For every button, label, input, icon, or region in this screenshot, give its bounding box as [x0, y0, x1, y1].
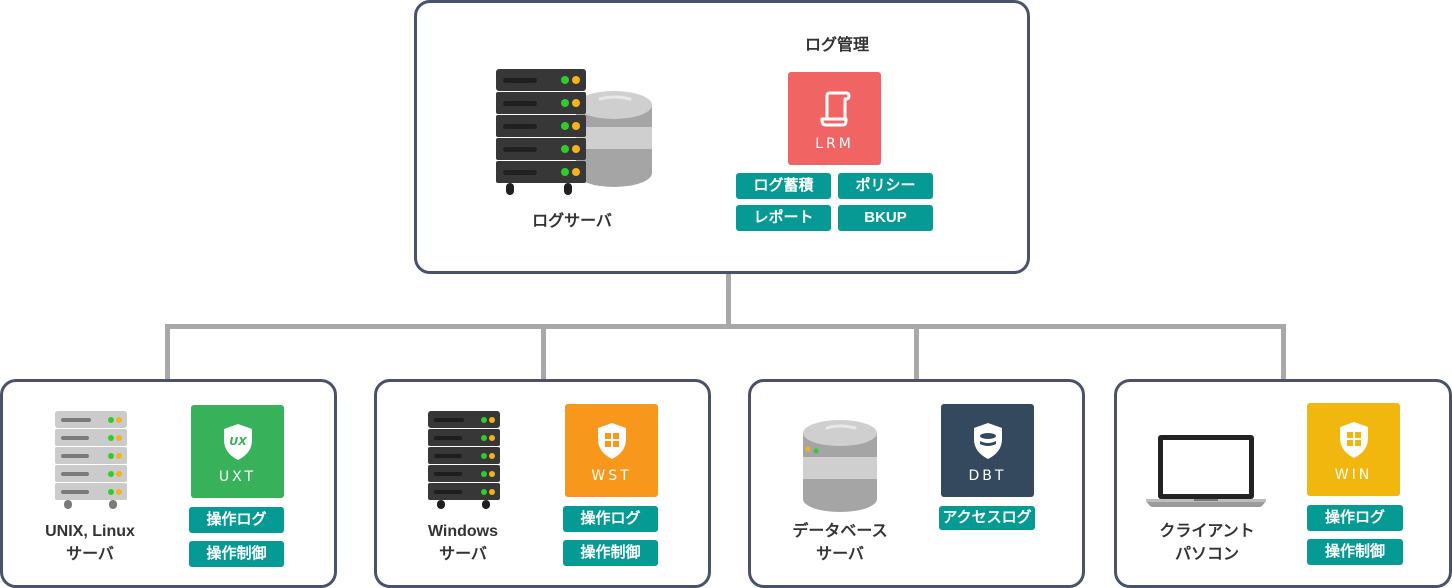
database-server-label-line1: データベース	[792, 523, 888, 540]
laptop-icon	[1146, 435, 1266, 507]
win-product-tile: WIN	[1307, 403, 1400, 496]
windows-shield-icon	[1338, 421, 1370, 459]
connector-drop-2	[541, 324, 546, 382]
server-with-database-icon	[496, 69, 652, 195]
tag-backup: BKUP	[838, 205, 933, 231]
tag-log-storage: ログ蓄積	[736, 173, 831, 199]
dbt-product-tile: DBT	[941, 404, 1034, 497]
uxt-product-tile: UX UXT	[191, 405, 284, 498]
lrm-product-name: LRM	[815, 136, 854, 152]
log-server-box: ログサーバ ログ管理 LRM ログ蓄積 ポリシー レポート BKUP	[414, 0, 1030, 274]
client-pc-label-line2: パソコン	[1174, 546, 1239, 563]
wst-product-name: WST	[591, 468, 632, 484]
connector-drop-3	[914, 324, 919, 382]
connector-bus	[165, 324, 1286, 329]
dbt-product-name: DBT	[968, 468, 1007, 484]
light-server-rack-icon	[55, 411, 127, 509]
windows-server-label-line1: Windows	[427, 523, 499, 540]
tag-operation-log: 操作ログ	[189, 507, 284, 533]
database-server-box: データベース サーバ DBT アクセスログ	[748, 379, 1085, 588]
database-icon	[803, 420, 877, 512]
tag-operation-log: 操作ログ	[1307, 505, 1403, 531]
scroll-icon	[819, 90, 851, 128]
svg-text:UX: UX	[229, 435, 247, 448]
database-server-label-line2: サーバ	[816, 546, 864, 563]
windows-shield-icon	[596, 422, 628, 460]
tag-report: レポート	[736, 205, 831, 231]
tag-operation-control: 操作制御	[563, 540, 658, 566]
connector-drop-4	[1281, 324, 1286, 382]
lrm-product-tile: LRM	[788, 72, 881, 165]
tag-operation-control: 操作制御	[1307, 539, 1403, 565]
log-management-title: ログ管理	[804, 37, 869, 54]
uxt-product-name: UXT	[218, 469, 257, 485]
win-product-name: WIN	[1334, 467, 1373, 483]
tag-access-log: アクセスログ	[939, 506, 1035, 530]
tag-operation-log: 操作ログ	[563, 506, 658, 532]
unix-linux-label-line2: サーバ	[66, 546, 114, 563]
windows-server-box: Windows サーバ WST 操作ログ 操作制御	[374, 379, 711, 588]
wst-product-tile: WST	[565, 404, 658, 497]
tag-operation-control: 操作制御	[189, 541, 284, 567]
unix-linux-server-box: UNIX, Linux サーバ UX UXT 操作ログ 操作制御	[0, 379, 337, 588]
connector-drop-1	[165, 324, 170, 382]
unix-linux-label-line1: UNIX, Linux	[45, 523, 135, 540]
client-pc-box: クライアント パソコン WIN 操作ログ 操作制御	[1114, 379, 1452, 588]
dark-server-rack-icon	[428, 411, 500, 509]
connector-trunk	[726, 273, 731, 327]
client-pc-label-line1: クライアント	[1159, 523, 1255, 540]
tag-policy: ポリシー	[838, 173, 933, 199]
windows-server-label-line2: サーバ	[439, 546, 487, 563]
database-shield-icon	[972, 422, 1004, 460]
log-server-label: ログサーバ	[532, 213, 612, 230]
ux-shield-icon: UX	[222, 423, 254, 461]
